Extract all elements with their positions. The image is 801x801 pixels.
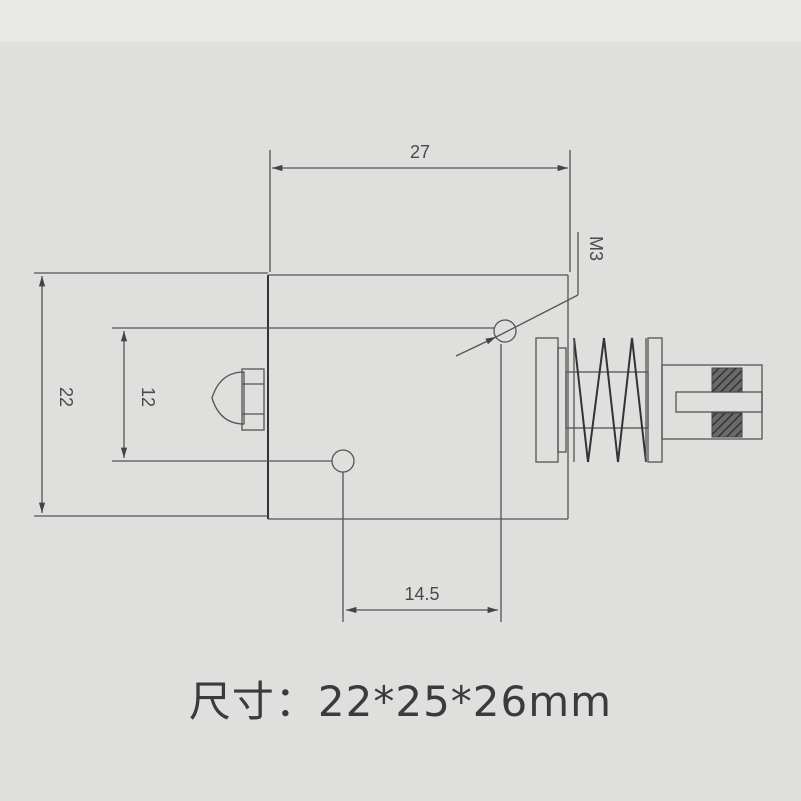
dim-27: 27 (269, 142, 571, 272)
m3-callout: M3 (455, 232, 606, 357)
dim-14-5: 14.5 (342, 344, 502, 622)
dim-27-label: 27 (410, 142, 430, 162)
spring-assembly (535, 337, 763, 463)
size-caption: 尺寸：22*25*26mm (188, 677, 613, 726)
left-nut (211, 368, 265, 431)
dim-22: 22 (34, 272, 268, 517)
dim-12-label: 12 (138, 387, 158, 407)
dim-22-label: 22 (56, 387, 76, 407)
dim-14-5-label: 14.5 (404, 584, 439, 604)
dim-12: 12 (112, 327, 494, 462)
mounting-holes (331, 319, 517, 473)
top-band (0, 0, 801, 42)
m3-label: M3 (586, 236, 606, 261)
solenoid-body (267, 274, 569, 520)
